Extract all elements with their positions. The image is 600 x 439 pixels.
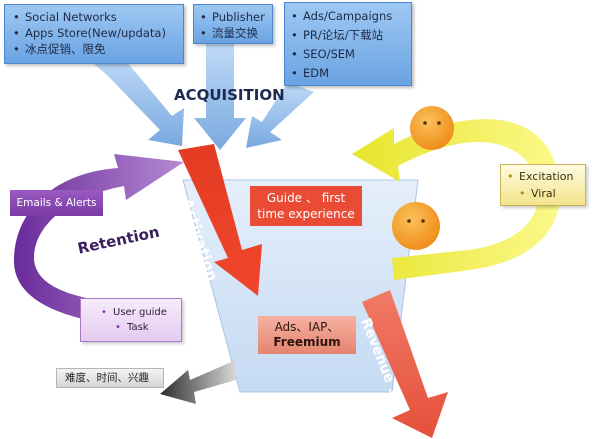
emails-alerts-box: Emails & Alerts [10,190,103,216]
acquisition-arrow-left [92,56,184,146]
acquisition-sources-box-2: Publisher 流量交换 [193,4,273,44]
revenue-sources-box: Ads、IAP、 Freemium [258,316,356,354]
list-item: Social Networks [11,9,177,25]
list-item: 流量交换 [198,25,268,41]
revenue-line-1: Ads、IAP、 [274,320,340,334]
guide-line-2: time experience [257,207,355,221]
list-item: User guide [85,305,177,320]
list-item: Apps Store(New/updata) [11,25,177,41]
list-item: 冰点促销、限免 [11,41,177,57]
face-icon-bottom [392,202,440,250]
churn-arrow [160,360,236,404]
list-item: Ads/Campaigns [289,7,407,26]
acquisition-label: ACQUISITION [174,86,285,104]
acquisition-sources-box-1: Social Networks Apps Store(New/updata) 冰… [4,4,184,64]
churn-reasons-box: 难度、时间、兴趣 [56,368,164,388]
list-item: Excitation [505,168,581,185]
revenue-line-2: Freemium [273,335,341,349]
activation-arrow [178,144,262,296]
retention-box: User guide Task [80,298,182,342]
list-item: Publisher [198,9,268,25]
refer-arrow [352,119,561,280]
list-item: Viral [505,185,581,202]
funnel-shape [182,179,419,393]
list-item: Task [85,320,177,335]
acquisition-sources-box-3: Ads/Campaigns PR/论坛/下载站 SEO/SEM EDM [284,2,412,86]
face-icon-top [410,106,454,150]
list-item: SEO/SEM [289,45,407,64]
activation-guide-box: Guide 、 first time experience [250,186,362,226]
list-item: EDM [289,64,407,83]
refer-box: Excitation Viral [500,164,586,206]
acquisition-arrow-right [246,82,314,148]
guide-line-1: Guide 、 first [266,191,346,205]
list-item: PR/论坛/下载站 [289,26,407,45]
revenue-arrow [362,290,448,438]
acquisition-arrow-center [194,44,246,150]
